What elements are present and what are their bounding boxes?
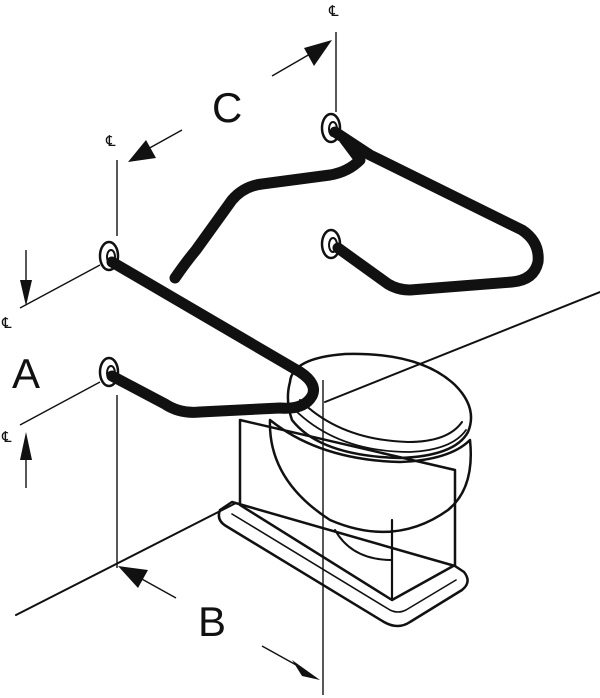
dim-a-arrow-up xyxy=(20,432,32,460)
toilet-lid xyxy=(286,352,473,460)
dimension-label-c: C xyxy=(212,84,242,131)
back-wall-floor-edge xyxy=(324,291,600,403)
toilet xyxy=(217,352,473,628)
toilet-bowl xyxy=(268,418,472,534)
dim-a-arrow-down xyxy=(20,280,32,306)
dim-b-arrow-right xyxy=(292,660,320,680)
back-wall-grab-bar xyxy=(329,126,544,296)
labels: C A B ℄ ℄ ℄ ℄ xyxy=(1,2,339,645)
dim-b-arrow-left xyxy=(118,566,148,588)
flange-back-upper xyxy=(320,112,342,144)
dim-a-lower-extension xyxy=(19,381,101,426)
centerline-symbol-side: ℄ xyxy=(105,132,116,150)
dimension-label-a: A xyxy=(12,350,40,397)
wall-floor-lines xyxy=(15,291,600,616)
flange-back-lower xyxy=(320,228,342,260)
toilet-seat-edge xyxy=(294,409,467,453)
dim-c-arrow-left xyxy=(128,140,156,162)
wall-flanges xyxy=(98,112,342,388)
toilet-lid-rim xyxy=(299,399,463,443)
dim-c-arrow-right xyxy=(304,40,332,66)
pedestal-curve xyxy=(334,529,393,561)
flange-side-upper xyxy=(98,240,120,272)
toilet-base xyxy=(217,500,469,628)
grab-bars xyxy=(98,112,544,418)
centerline-symbol-a-lower: ℄ xyxy=(1,428,12,446)
centerline-symbol-back: ℄ xyxy=(328,2,339,20)
toilet-base-inner xyxy=(231,513,457,613)
centerline-symbol-a-upper: ℄ xyxy=(1,314,12,332)
side-wall-floor-edge xyxy=(15,502,237,616)
flange-side-lower xyxy=(98,356,120,388)
dimension-label-b: B xyxy=(198,598,226,645)
dimension-lines xyxy=(19,32,337,695)
side-wall-grab-bar xyxy=(106,134,366,418)
dim-a-upper-extension xyxy=(19,264,101,309)
